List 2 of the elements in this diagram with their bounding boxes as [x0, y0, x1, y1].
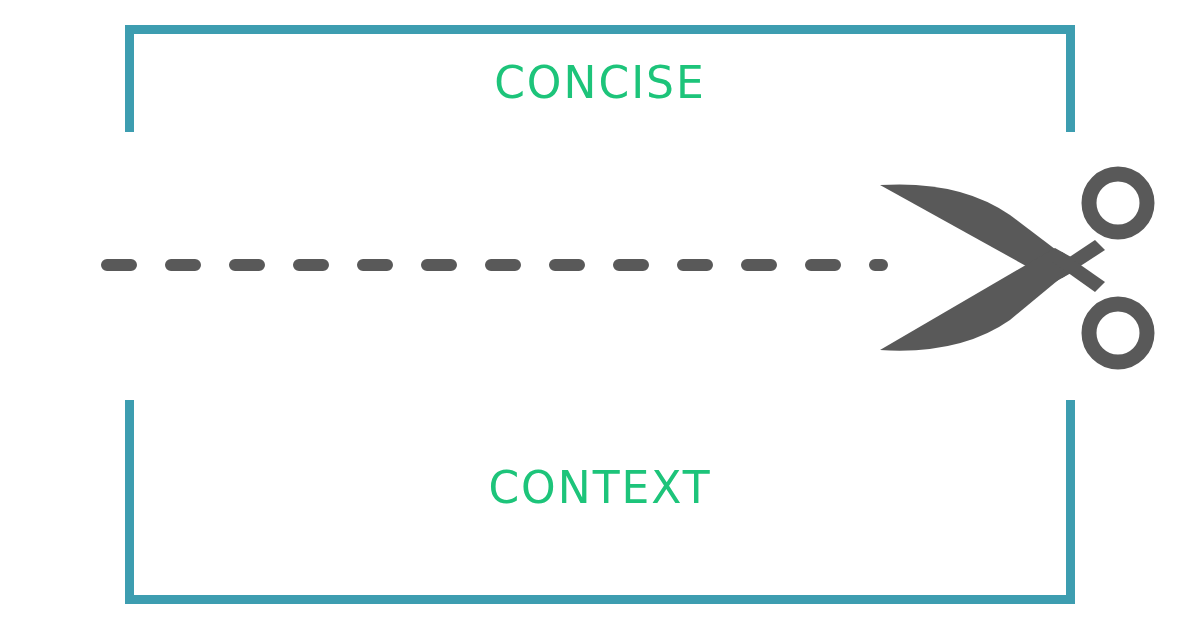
frame-label: CONCISE — [493, 57, 707, 108]
frame-label: CONTEXT — [487, 462, 713, 513]
